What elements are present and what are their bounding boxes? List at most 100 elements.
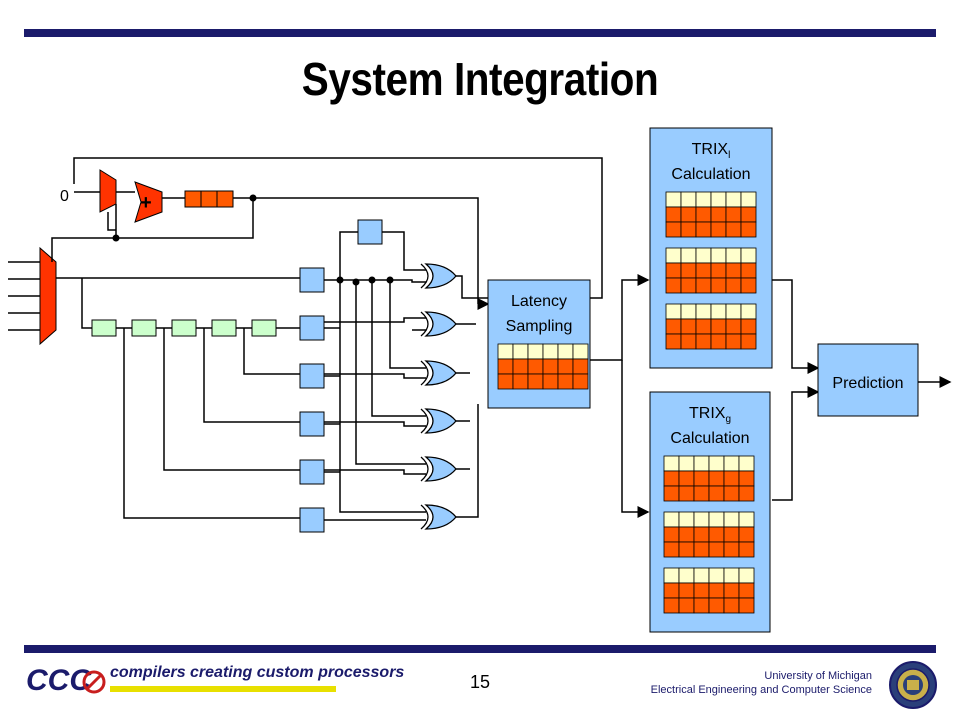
register-cell (497, 373, 514, 390)
accumulator-wires (51, 157, 603, 310)
register-cell (708, 526, 725, 543)
register-cell (695, 221, 712, 238)
junction-dots (336, 276, 394, 286)
select-mux (99, 169, 117, 213)
register-cell (665, 333, 682, 350)
bottom-divider-bar (24, 645, 936, 653)
register-cell (740, 206, 757, 223)
register-cell (723, 582, 740, 599)
register-cell (708, 597, 725, 614)
register-cell (678, 567, 695, 584)
register-cell (680, 206, 697, 223)
register-cell (665, 221, 682, 238)
register-cell (542, 358, 559, 375)
register-cell (710, 333, 727, 350)
register-cell (665, 206, 682, 223)
register-cell (693, 567, 710, 584)
register-cell (725, 303, 742, 320)
register-cell (723, 455, 740, 472)
register-cell (663, 526, 680, 543)
register-cell (695, 318, 712, 335)
trix-g-calc-label: Calculation (670, 430, 749, 447)
university-seal-icon (889, 661, 937, 709)
register-cell (527, 358, 544, 375)
top-divider-bar (24, 29, 936, 37)
register-cell (723, 511, 740, 528)
register-cell (723, 597, 740, 614)
register-cell (512, 343, 529, 360)
register-cell (678, 455, 695, 472)
register-cell (663, 597, 680, 614)
register-cell (738, 582, 755, 599)
register-cell (572, 343, 589, 360)
register-cell (680, 303, 697, 320)
register-cell (740, 262, 757, 279)
ccc-logo-text: CCC (26, 664, 92, 697)
xor-gates (420, 263, 457, 530)
register-cell (557, 343, 574, 360)
register-cell (710, 318, 727, 335)
register-cell (678, 485, 695, 502)
input-lines (8, 261, 40, 331)
register-cell (725, 333, 742, 350)
register-cell (497, 358, 514, 375)
svg-text:TRIXl: TRIXl (692, 141, 731, 161)
register-cell (740, 247, 757, 264)
register-cell (723, 485, 740, 502)
page-title: System Integration (301, 53, 659, 105)
register-cell (725, 262, 742, 279)
register-cell (738, 567, 755, 584)
register-cell (740, 221, 757, 238)
register-cell (572, 358, 589, 375)
register-cell (738, 541, 755, 558)
register-cell (725, 221, 742, 238)
register-cell (710, 221, 727, 238)
register-cell (663, 455, 680, 472)
register-cell (740, 303, 757, 320)
register-cell (680, 221, 697, 238)
register-cell (680, 262, 697, 279)
register-cell (738, 485, 755, 502)
latency-label-line1: Latency (511, 293, 567, 310)
register-cell (738, 455, 755, 472)
register-cell (738, 511, 755, 528)
register-cell (740, 277, 757, 294)
register-cell (725, 206, 742, 223)
register-cell (512, 373, 529, 390)
register-cell (725, 318, 742, 335)
register-cell (678, 526, 695, 543)
register-cell (740, 191, 757, 208)
register-cell (723, 470, 740, 487)
register-cell (725, 247, 742, 264)
register-cell (680, 277, 697, 294)
delay-registers (299, 219, 383, 533)
register-cell (710, 247, 727, 264)
register-cell (542, 343, 559, 360)
register-cell (710, 277, 727, 294)
register-cell (693, 526, 710, 543)
tagline-underline (110, 686, 336, 692)
register-cell (708, 511, 725, 528)
register-cell (723, 541, 740, 558)
page-number: 15 (469, 672, 491, 692)
register-cell (678, 511, 695, 528)
register-cell (708, 455, 725, 472)
register-cell (738, 597, 755, 614)
register-cell (557, 358, 574, 375)
register-cell (693, 582, 710, 599)
register-cell (708, 582, 725, 599)
register-cell (680, 318, 697, 335)
register-cell (710, 303, 727, 320)
register-cell (708, 485, 725, 502)
register-cell (723, 526, 740, 543)
ccc-logo: CCC (26, 664, 106, 697)
trix-l-calc-label: Calculation (671, 166, 750, 183)
latency-label-line2: Sampling (506, 318, 573, 335)
register-cell (663, 582, 680, 599)
register-cell (695, 206, 712, 223)
register-cell (663, 470, 680, 487)
register-cell (665, 318, 682, 335)
latency-register-grid (497, 343, 589, 390)
register-cell (693, 470, 710, 487)
